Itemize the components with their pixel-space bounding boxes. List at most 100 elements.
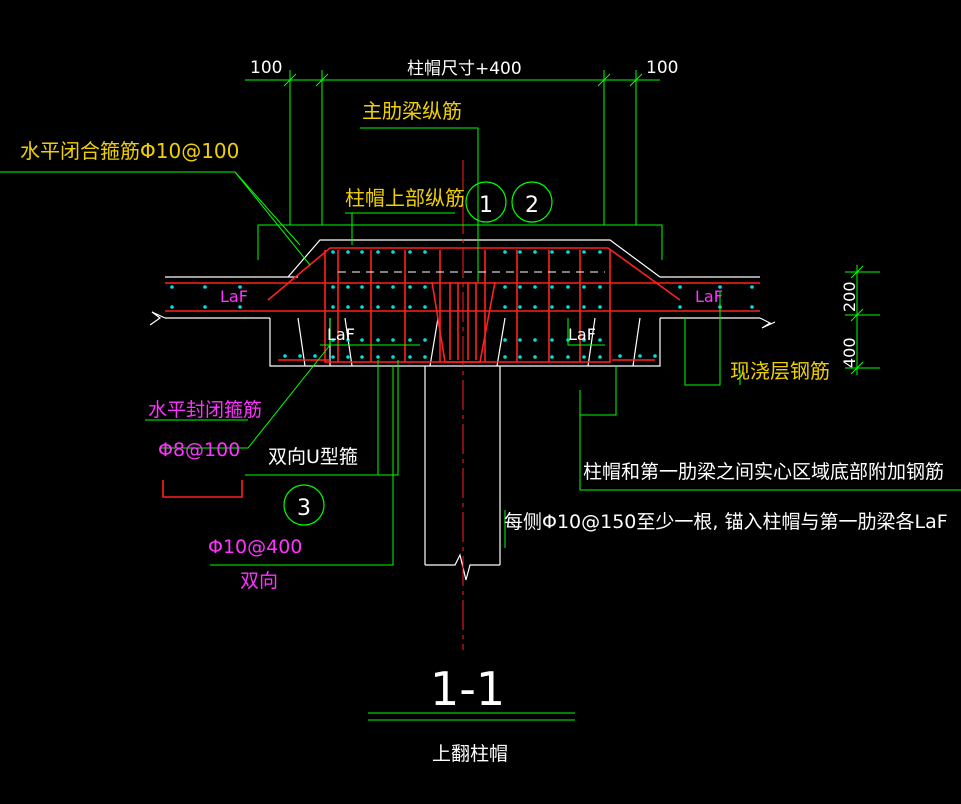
rebar-dot [518, 338, 522, 342]
note-line-1: 柱帽和第一肋梁之间实心区域底部附加钢筋 [583, 461, 944, 483]
rebar-dot [598, 305, 602, 309]
rebar-dot [408, 250, 412, 254]
rebar-dot [423, 338, 427, 342]
rebar-dot [653, 354, 657, 358]
rebar-dot [533, 250, 537, 254]
rebar-dot [533, 355, 537, 359]
rebar [162, 247, 760, 498]
label-laf-left: LaF [220, 287, 248, 306]
rebar-dot [550, 285, 554, 289]
rebar-dot [346, 338, 350, 342]
label-laf-right: LaF [695, 287, 723, 306]
rebar-dot [533, 305, 537, 309]
rebar-dot [376, 305, 380, 309]
section-title: 1-1 [430, 662, 505, 716]
rebar-dot [618, 354, 622, 358]
rebar-dot [678, 285, 682, 289]
rebar-dot [170, 285, 174, 289]
label-laf-inner-left: LaF [327, 325, 355, 344]
rebar-dot [566, 305, 570, 309]
rebar-dot [566, 285, 570, 289]
label-bidirectional: 双向 [240, 570, 278, 592]
rebar-dot [503, 355, 507, 359]
rebar-dot [331, 355, 335, 359]
rebar-dot [238, 305, 242, 309]
note-line-2: 每侧Φ10@150至少一根, 锚入柱帽与第一肋梁各LaF [504, 511, 948, 533]
rebar-dot [391, 355, 395, 359]
rebar-dot [598, 338, 602, 342]
rebar-dot [331, 250, 335, 254]
rebar-dot [331, 338, 335, 342]
rebar-dot [533, 285, 537, 289]
dim-400: 400 [840, 337, 859, 368]
rebar-dot [518, 250, 522, 254]
marker-circle-3 [283, 484, 325, 526]
reference-markers [283, 181, 553, 526]
rebar-dot [566, 250, 570, 254]
label-phi8: Φ8@100 [158, 439, 240, 461]
rebar-dot [346, 355, 350, 359]
marker-1-label: 1 [479, 193, 493, 218]
label-laf-inner-right: LaF [568, 325, 596, 344]
rebar-dot [331, 285, 335, 289]
rebar-dot [408, 305, 412, 309]
label-u-stirrup: 双向U型箍 [268, 446, 358, 468]
section-subtitle: 上翻柱帽 [432, 743, 508, 765]
rebar-dot [503, 250, 507, 254]
rebar-dot [518, 285, 522, 289]
marker-3-label: 3 [297, 496, 311, 521]
rebar-dot [408, 355, 412, 359]
rebar-dot [408, 285, 412, 289]
rebar-dot [423, 305, 427, 309]
marker-circle-2 [511, 181, 553, 223]
dim-left-100: 100 [250, 58, 282, 78]
concrete-outline [149, 239, 776, 581]
rebar-dot [376, 285, 380, 289]
label-horizontal-closed-stirrup: 水平闭合箍筋Φ10@100 [20, 139, 239, 163]
rebar-dot [566, 355, 570, 359]
rebar-dot [360, 285, 364, 289]
dim-200: 200 [840, 281, 859, 312]
rebar-dot [283, 354, 287, 358]
dim-cap-size: 柱帽尺寸+400 [407, 59, 522, 79]
rebar-dot [550, 305, 554, 309]
rebar-dot [518, 305, 522, 309]
rebar-dot [170, 305, 174, 309]
rebar-dot [423, 250, 427, 254]
rebar-dot [582, 285, 586, 289]
rebar-dot [582, 355, 586, 359]
dimension-lines [0, 70, 961, 721]
rebar-dot [346, 285, 350, 289]
rebar-dot [360, 355, 364, 359]
rebar-dot [550, 338, 554, 342]
rebar-dot [391, 305, 395, 309]
marker-2-label: 2 [525, 193, 539, 218]
rebar-dot [346, 305, 350, 309]
rebar-dot [533, 338, 537, 342]
label-cap-top-bars: 柱帽上部纵筋 [345, 186, 465, 210]
labels: 100 柱帽尺寸+400 100 主肋梁纵筋 水平闭合箍筋Φ10@100 柱帽上… [20, 58, 948, 765]
rebar-dot [503, 285, 507, 289]
rebar-dot [518, 355, 522, 359]
rebar-dot [750, 285, 754, 289]
rebar-dot [423, 285, 427, 289]
rebar-dot [203, 285, 207, 289]
rebar-dot [203, 305, 207, 309]
rebar-dot [238, 285, 242, 289]
rebar-dot [750, 305, 754, 309]
rebar-dot [598, 250, 602, 254]
rebar-dot [638, 354, 642, 358]
rebar-dot [582, 250, 586, 254]
marker-circle-1 [465, 181, 507, 223]
rebar-dot [313, 354, 317, 358]
rebar-dot [582, 338, 586, 342]
label-phi10-400: Φ10@400 [208, 536, 302, 558]
rebar-dot [360, 250, 364, 254]
label-cast-layer-bars: 现浇层钢筋 [730, 359, 830, 383]
rebar-dot [346, 250, 350, 254]
rebar-dot [391, 285, 395, 289]
label-main-rib-bars: 主肋梁纵筋 [362, 99, 462, 123]
rebar-dot [423, 355, 427, 359]
rebar-dot [376, 338, 380, 342]
